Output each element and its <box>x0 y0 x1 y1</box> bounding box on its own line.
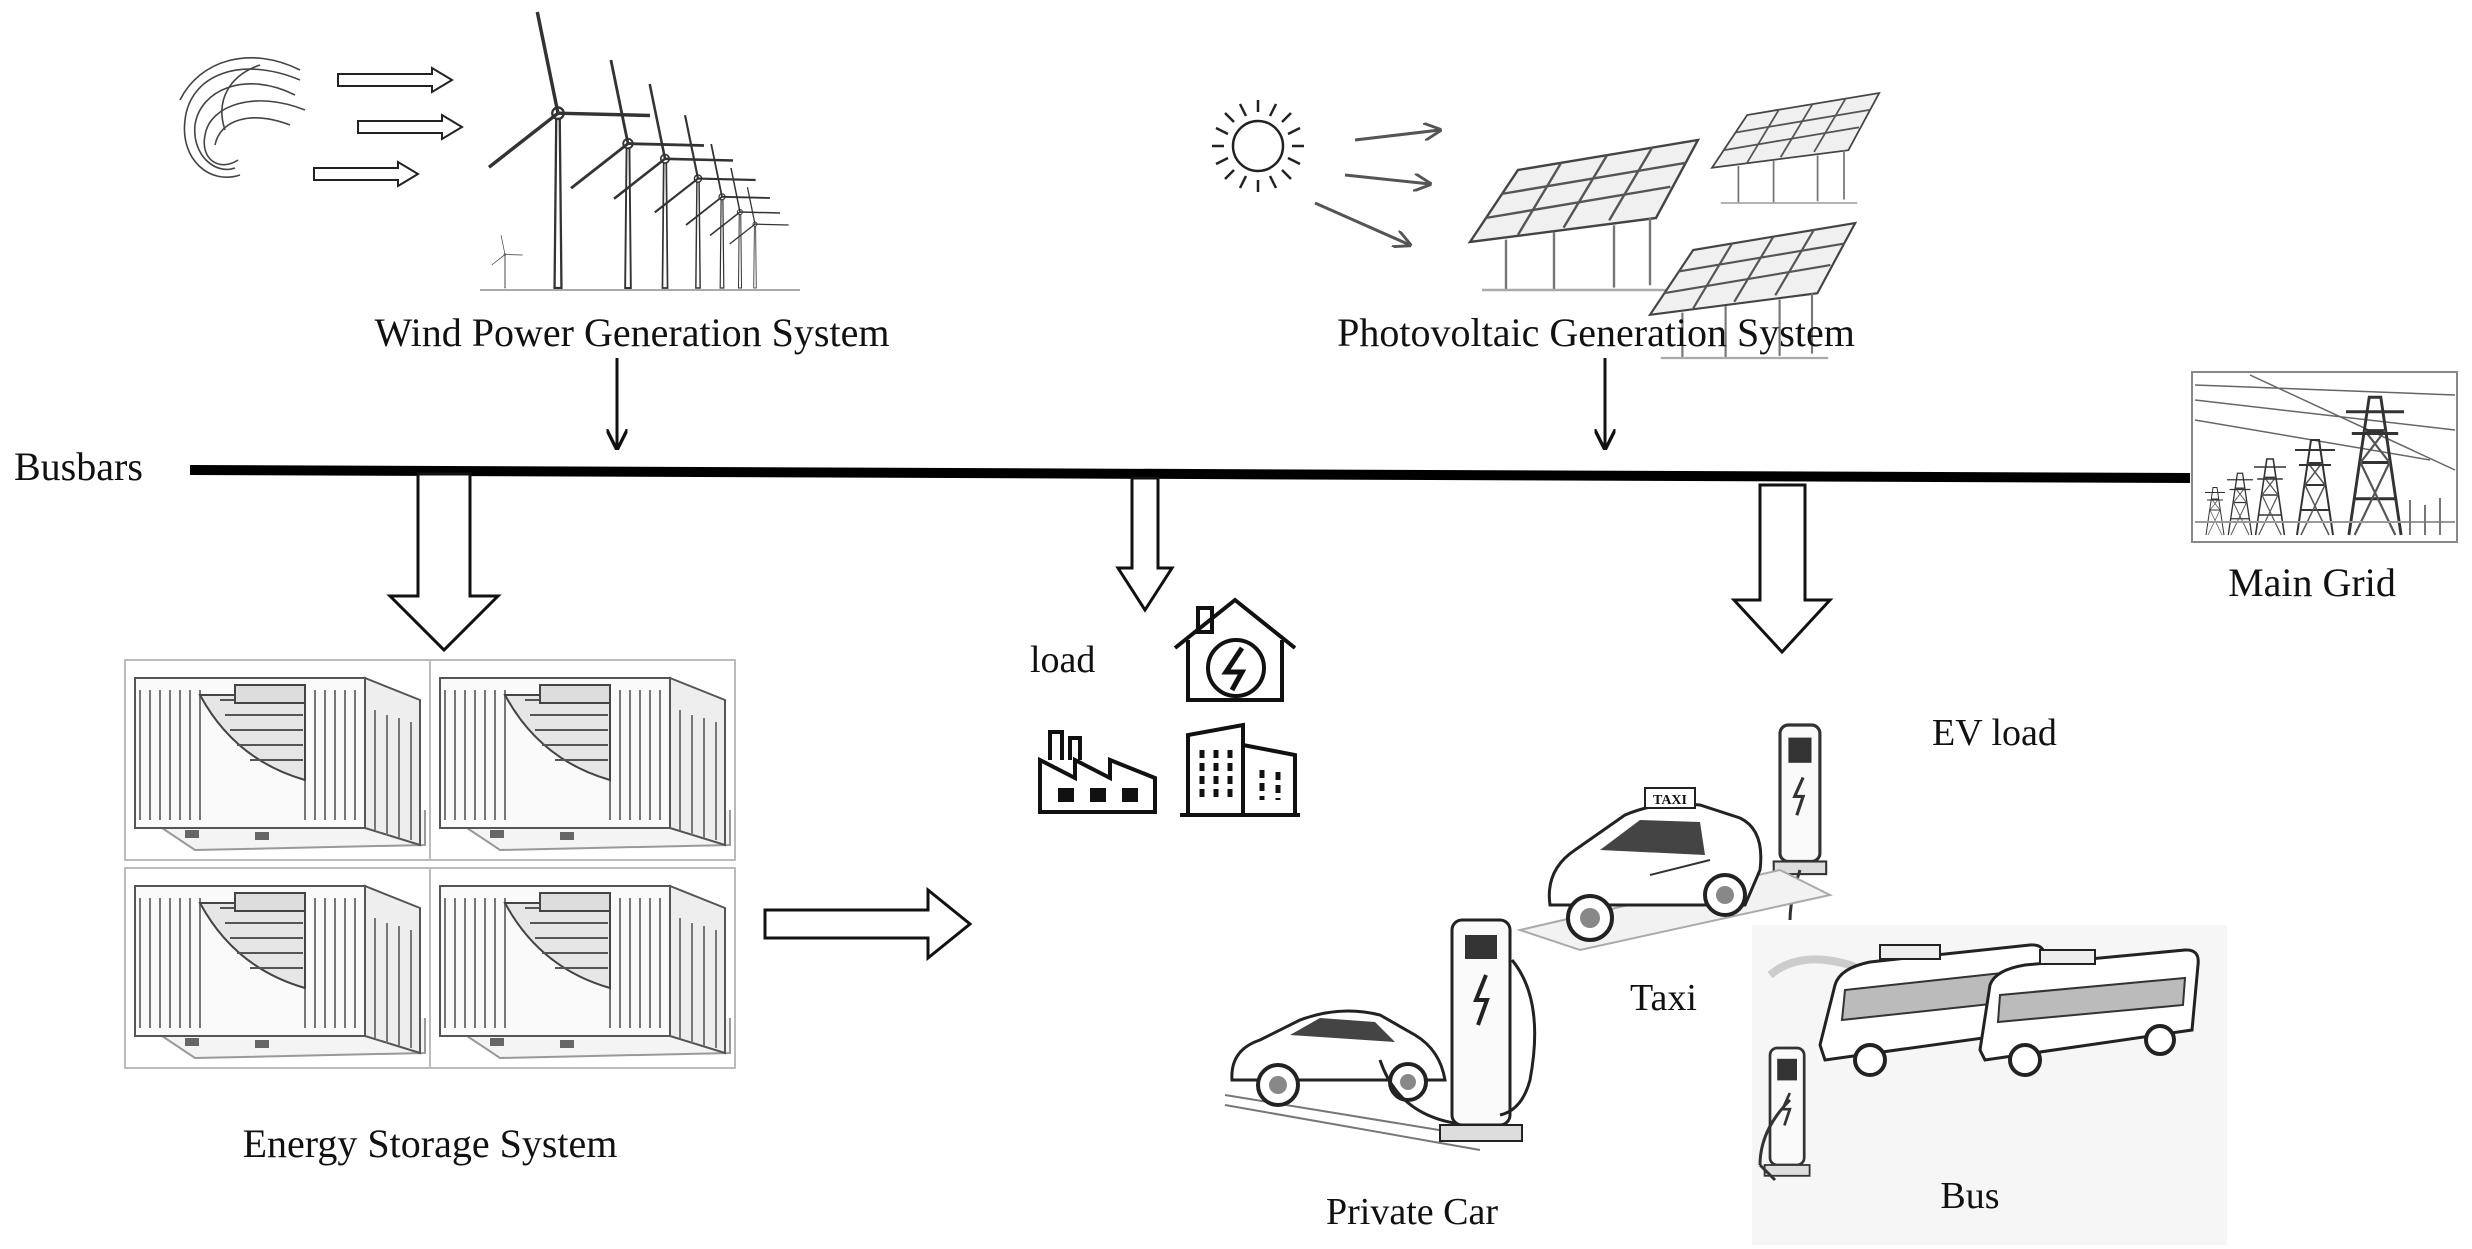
busbar-to-load-arrow <box>1115 476 1175 613</box>
busbar-to-storage-arrow <box>386 472 502 653</box>
storage-to-load-arrow <box>763 886 973 962</box>
bus-icon <box>1818 943 2200 1077</box>
private-car-label: Private Car <box>1326 1191 1498 1233</box>
transmission-tower-icon <box>2191 371 2458 543</box>
storage-system-label: Energy Storage System <box>243 1121 618 1166</box>
wind-flow-arrows <box>313 66 464 188</box>
pv-system-label: Photovoltaic Generation System <box>1337 310 1855 355</box>
battery-container-icon <box>124 659 736 1069</box>
bus-charger-icon <box>1758 1046 1811 1182</box>
wind-swirl-icon <box>179 57 306 178</box>
sun-ray-arrows <box>1314 130 1440 245</box>
busbars-label: Busbars <box>14 444 143 489</box>
wind-system-label: Wind Power Generation System <box>375 310 890 355</box>
taxi-icon: TAXI <box>1547 787 1763 942</box>
office-building-icon <box>1180 722 1300 817</box>
busbar-line <box>189 465 2191 483</box>
wind-turbine-icon <box>480 10 800 291</box>
taxi-label: Taxi <box>1630 977 1697 1019</box>
busbar-to-ev-arrow <box>1730 483 1834 655</box>
car-icon <box>1230 1009 1471 1127</box>
private-car-charger-icon <box>1439 918 1537 1142</box>
load-label: load <box>1030 639 1095 681</box>
ev-load-label: EV load <box>1932 712 2057 754</box>
sun-icon <box>1212 100 1304 192</box>
bus-label: Bus <box>1940 1175 1999 1217</box>
house-bolt-icon <box>1173 597 1297 702</box>
factory-icon <box>1038 730 1157 814</box>
taxi-sign-text: TAXI <box>1653 793 1687 808</box>
main-grid-label: Main Grid <box>2228 560 2396 605</box>
